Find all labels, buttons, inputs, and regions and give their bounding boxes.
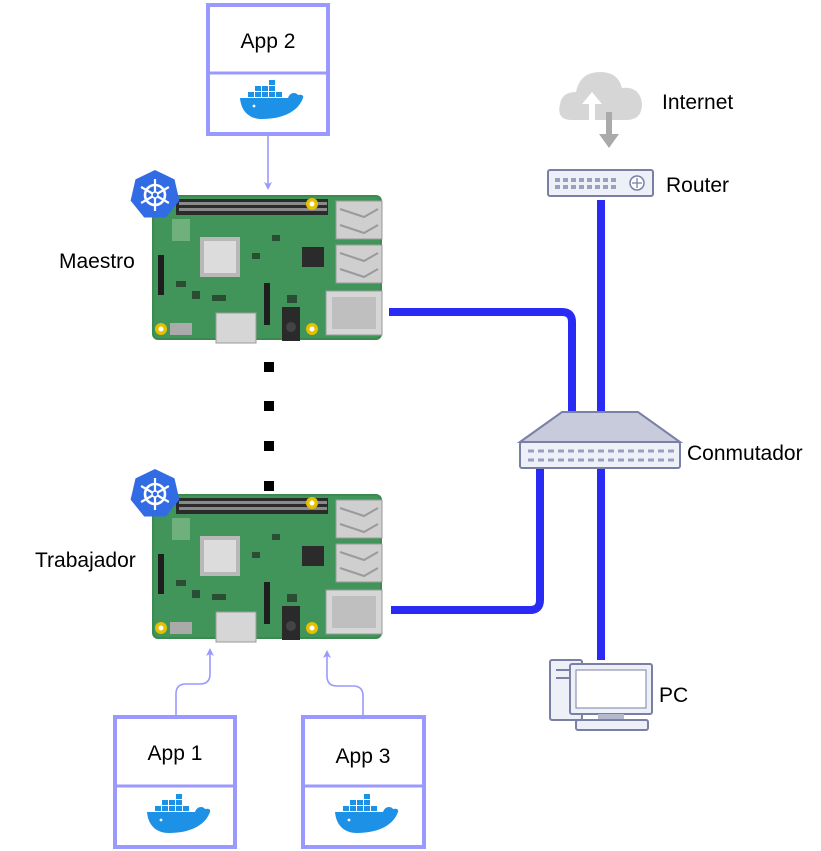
switch-icon bbox=[516, 411, 684, 469]
cloud-icon bbox=[559, 72, 642, 148]
maestro-label: Maestro bbox=[59, 250, 135, 273]
arrow-app1-trabajador bbox=[175, 648, 214, 715]
network-cables bbox=[389, 200, 605, 660]
switch-label: Conmutador bbox=[687, 442, 803, 465]
internet-label: Internet bbox=[662, 91, 733, 114]
app-container-app1: App 1 bbox=[113, 715, 237, 849]
cable-maestro-switch bbox=[389, 308, 576, 418]
router-node: Router bbox=[547, 169, 729, 197]
trabajador-label: Trabajador bbox=[35, 549, 136, 572]
app-label: App 2 bbox=[241, 30, 296, 53]
cable-trabajador-switch bbox=[391, 466, 544, 614]
router-icon bbox=[547, 169, 654, 197]
app-container-app2: App 2 bbox=[206, 3, 330, 136]
switch-node: Conmutador bbox=[516, 411, 803, 469]
internet-node: Internet bbox=[559, 72, 733, 148]
pc-node: PC bbox=[549, 659, 688, 731]
app-label: App 3 bbox=[336, 745, 391, 768]
app-container-app3: App 3 bbox=[301, 715, 426, 849]
arrow-app3-trabajador bbox=[323, 650, 364, 715]
raspberry-pi-board bbox=[151, 493, 383, 643]
router-label: Router bbox=[666, 174, 729, 197]
app-label: App 1 bbox=[148, 742, 203, 765]
raspberry-pi-board bbox=[151, 194, 383, 344]
pc-label: PC bbox=[659, 684, 688, 707]
pc-icon bbox=[549, 659, 653, 731]
raspberry-pi-maestro: Maestro bbox=[59, 168, 383, 344]
cluster-dots bbox=[264, 362, 274, 491]
raspberry-pi-trabajador: Trabajador bbox=[35, 467, 383, 643]
